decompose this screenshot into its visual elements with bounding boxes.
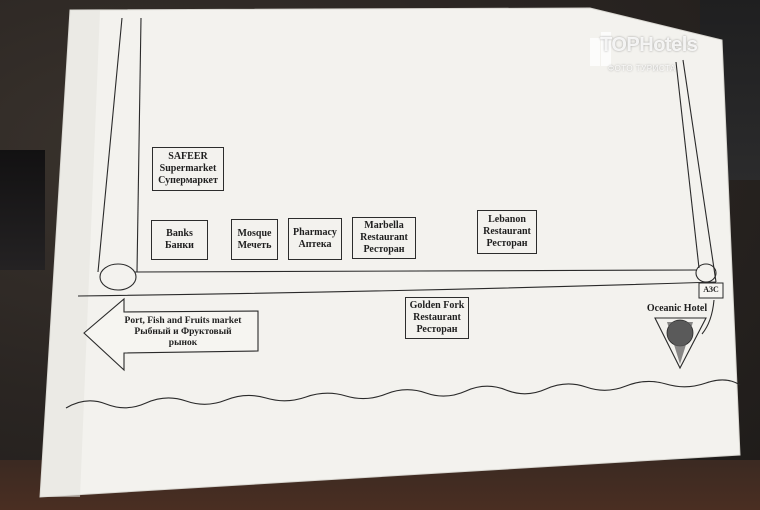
gas-station-box [698, 282, 724, 299]
place-label-line: Банки [165, 240, 194, 251]
place-label-line: Ресторан [363, 243, 405, 255]
place-label-line: SAFEER [168, 151, 208, 163]
watermark-brand: TOPHotels [600, 34, 698, 56]
place-label-line: Супермаркет [158, 174, 218, 186]
tophotels-watermark: TOPHotels ФОТО ТУРИСТА [586, 28, 710, 84]
arrow-label-line: Рыбный и Фруктовый [134, 327, 232, 338]
arrow-label-line: рынок [168, 338, 198, 349]
place-label-line: Аптека [298, 239, 332, 250]
marbella-restaurant-box: Marbella Restaurant Ресторан [352, 217, 416, 259]
port-direction-arrow [83, 297, 259, 372]
gas-station-label: АЗС [703, 285, 719, 294]
hotel-building-icon [590, 32, 611, 66]
place-label-line: Mosque [237, 227, 272, 239]
hotel-marker-triangle [654, 317, 707, 370]
port-arrow-label: Port, Fish and Fruits market Рыбный и Фр… [112, 316, 254, 350]
pharmacy-box: Pharmacy Аптека [288, 218, 342, 260]
hotel-marker-fill [667, 322, 693, 364]
main-road-top-line [134, 269, 697, 273]
arrow-label-line: Port, Fish and Fruits market [124, 316, 242, 326]
place-label-line: Мечеть [237, 239, 272, 251]
right-roundabout [695, 263, 717, 283]
place-label-line: Banks [166, 228, 193, 240]
place-label-line: Restaurant [413, 312, 461, 324]
sea-wave-line [65, 379, 741, 409]
left-road-line-inner [136, 17, 142, 273]
right-road-line-outer [682, 59, 717, 283]
left-roundabout [99, 263, 137, 291]
safeer-supermarket-box: SAFEER Supermarket Супермаркет [152, 147, 224, 191]
main-road-bottom-line [77, 281, 717, 297]
left-road-line-outer [97, 17, 123, 273]
hotel-access-road [701, 299, 715, 335]
place-label-line: Restaurant [360, 232, 408, 244]
lebanon-restaurant-box: Lebanon Restaurant Ресторан [477, 210, 537, 254]
place-label-line: Golden Fork [409, 300, 465, 312]
place-label-line: Ресторан [486, 237, 528, 249]
place-label-line: Supermarket [159, 163, 217, 175]
place-label-line: Restaurant [483, 226, 531, 238]
watermark-subtitle: ФОТО ТУРИСТА [608, 64, 676, 73]
banks-box: Banks Банки [151, 220, 208, 260]
golden-fork-restaurant-box: Golden Fork Restaurant Ресторан [405, 297, 469, 339]
hotel-label: Oceanic Hotel [646, 303, 708, 314]
chair-back-left [0, 150, 45, 270]
right-road-line-inner [675, 61, 700, 269]
place-label-line: Marbella [364, 220, 404, 232]
paper-shadow-left [40, 10, 100, 497]
place-label-line: Pharmacy [293, 227, 337, 239]
place-label-line: Ресторан [416, 323, 458, 335]
place-label-line: Lebanon [488, 214, 526, 226]
mosque-box: Mosque Мечеть [231, 219, 278, 260]
